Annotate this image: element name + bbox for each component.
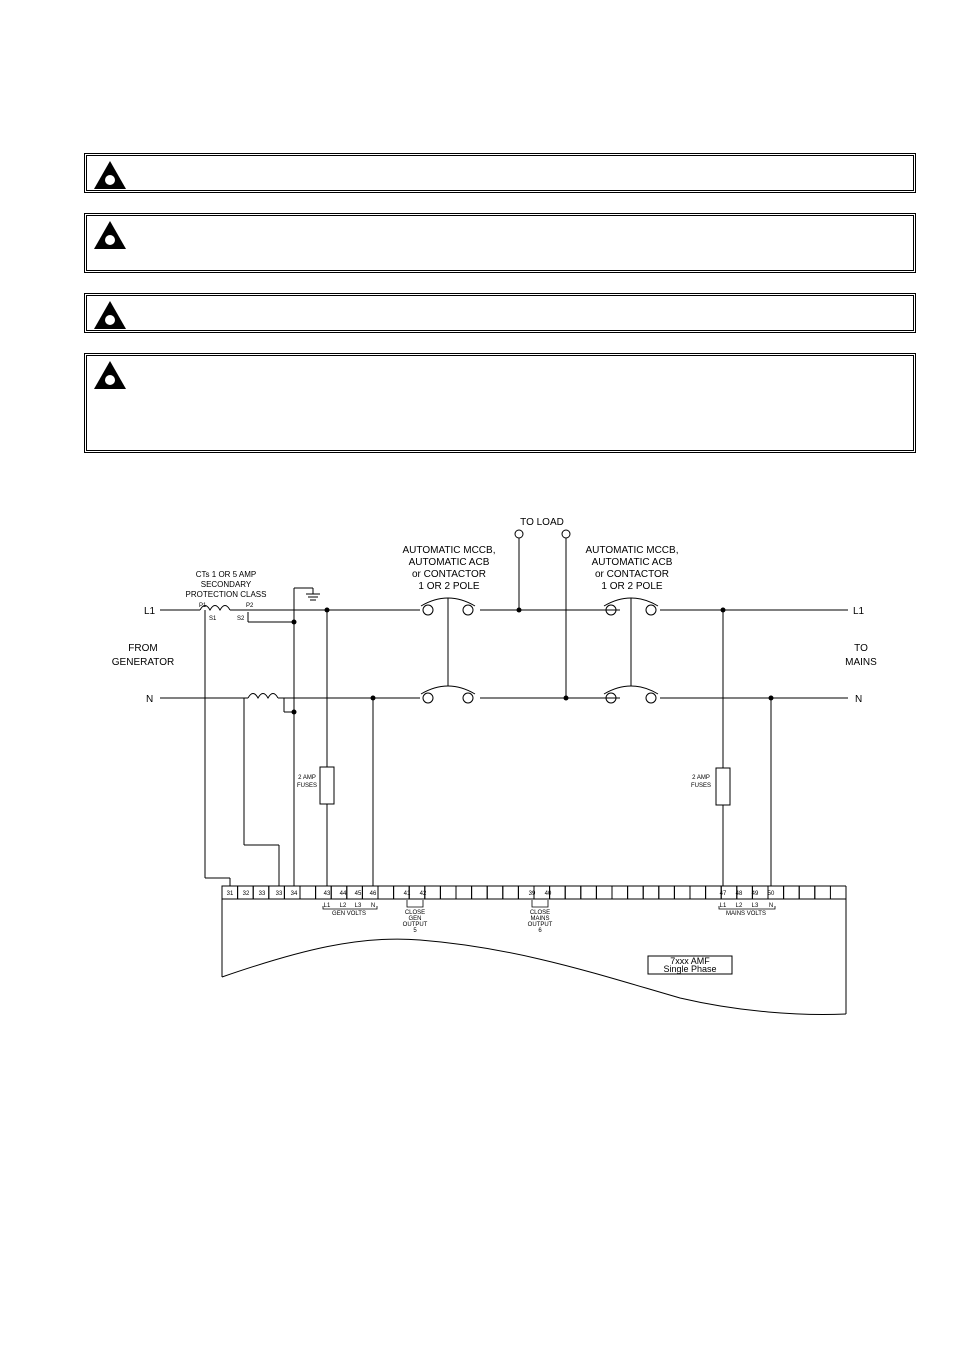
breaker-mains-label-3: or CONTACTOR xyxy=(595,569,669,580)
fuses-left-2: FUSES xyxy=(297,783,317,789)
terminal-cell xyxy=(455,885,473,900)
l1-right-label: L1 xyxy=(853,606,865,617)
terminal-cell xyxy=(783,885,800,900)
terminal-cell xyxy=(471,885,488,900)
terminal-39: 39 xyxy=(529,891,536,897)
s1-label: S1 xyxy=(209,616,217,622)
gen-volts-label: GEN VOLTS xyxy=(332,911,366,917)
warning-triangle-icon xyxy=(94,301,126,329)
warning-triangle-icon xyxy=(94,221,126,249)
breaker-mains-label-4: 1 OR 2 POLE xyxy=(601,581,662,592)
generator-label: GENERATOR xyxy=(112,657,174,668)
terminal-cell xyxy=(814,885,831,900)
p1-label: P1 xyxy=(199,603,207,609)
terminal-50: 50 xyxy=(768,891,775,897)
breaker-gen-label-4: 1 OR 2 POLE xyxy=(418,581,479,592)
warning-triangle-icon xyxy=(94,361,126,389)
to-label: TO xyxy=(854,643,868,654)
terminal-cell xyxy=(502,885,519,900)
close-gen-3: OUTPUT xyxy=(403,922,428,928)
terminal-34: 34 xyxy=(291,891,298,897)
close-mains-2: MAINS xyxy=(530,916,549,922)
terminal-cell xyxy=(299,885,317,900)
terminal-cell xyxy=(486,885,504,900)
close-gen-2: GEN xyxy=(408,916,421,922)
ct-label-2: SECONDARY xyxy=(201,580,252,589)
l1-left-label: L1 xyxy=(144,606,156,617)
terminal-cell xyxy=(673,885,691,900)
module-label-1: 7xxx AMF xyxy=(670,956,710,966)
mains-phase-l2: L2 xyxy=(736,903,743,909)
mains-phase-n: N xyxy=(769,903,773,909)
mains-label: MAINS xyxy=(845,657,877,668)
terminal-45: 45 xyxy=(355,891,362,897)
terminal-cell xyxy=(798,885,816,900)
terminal-cell xyxy=(642,885,660,900)
fuses-right-2: FUSES xyxy=(691,783,711,789)
warning-triangle-icon xyxy=(94,161,126,189)
close-gen-4: 5 xyxy=(413,928,417,934)
warning-box-4 xyxy=(84,353,916,453)
module-label-2: Single Phase xyxy=(663,964,716,974)
terminal-cell xyxy=(689,885,707,900)
n-left-label: N xyxy=(146,694,153,705)
from-label: FROM xyxy=(128,643,157,654)
terminal-31: 31 xyxy=(227,891,234,897)
close-mains-4: 6 xyxy=(538,928,542,934)
gen-phase-l1: L1 xyxy=(324,903,331,909)
terminal-47: 47 xyxy=(720,891,727,897)
terminal-41: 41 xyxy=(404,891,411,897)
fuses-left-1: 2 AMP xyxy=(298,775,316,781)
breaker-mains-label-1: AUTOMATIC MCCB, xyxy=(586,545,679,556)
breaker-mains-label-2: AUTOMATIC ACB xyxy=(592,557,673,568)
terminal-43: 43 xyxy=(324,891,331,897)
terminal-cell xyxy=(580,885,597,900)
terminal-33a: 33 xyxy=(259,891,266,897)
terminal-cell xyxy=(627,885,644,900)
mains-phase-l1: L1 xyxy=(720,903,727,909)
terminal-32: 32 xyxy=(243,891,250,897)
terminal-cell xyxy=(377,885,395,900)
warning-box-2 xyxy=(84,213,916,273)
terminal-cell xyxy=(611,885,629,900)
warning-box-3 xyxy=(84,293,916,333)
s2-label: S2 xyxy=(237,616,245,622)
terminal-cell xyxy=(658,885,675,900)
fuses-right-1: 2 AMP xyxy=(692,775,710,781)
terminal-cell xyxy=(439,885,457,900)
close-mains-3: OUTPUT xyxy=(528,922,553,928)
terminal-cell xyxy=(564,885,582,900)
mains-phase-l3: L3 xyxy=(752,903,759,909)
p2-label: P2 xyxy=(246,603,254,609)
ct-label-3: PROTECTION CLASS xyxy=(186,590,267,599)
terminal-49: 49 xyxy=(752,891,759,897)
close-gen-1: CLOSE xyxy=(405,910,425,916)
terminal-48: 48 xyxy=(736,891,743,897)
mains-volts-label: MAINS VOLTS xyxy=(726,911,766,917)
terminal-cell xyxy=(595,885,613,900)
terminal-42: 42 xyxy=(420,891,427,897)
gen-phase-n: N xyxy=(371,903,375,909)
breaker-gen-label-1: AUTOMATIC MCCB, xyxy=(403,545,496,556)
n-right-label: N xyxy=(855,694,862,705)
terminal-cell xyxy=(424,885,441,900)
close-mains-1: CLOSE xyxy=(530,910,550,916)
breaker-gen-label-3: or CONTACTOR xyxy=(412,569,486,580)
terminal-cell xyxy=(549,885,566,900)
gen-phase-l2: L2 xyxy=(340,903,347,909)
warning-box-1 xyxy=(84,153,916,193)
ct-label-1: CTs 1 OR 5 AMP xyxy=(196,570,256,579)
gen-phase-l3: L3 xyxy=(355,903,362,909)
terminal-46: 46 xyxy=(370,891,377,897)
terminal-40: 40 xyxy=(545,891,552,897)
to-load-label: TO LOAD xyxy=(520,517,564,528)
terminal-33b: 33 xyxy=(276,891,283,897)
breaker-gen-label-2: AUTOMATIC ACB xyxy=(409,557,490,568)
terminal-44: 44 xyxy=(340,891,347,897)
